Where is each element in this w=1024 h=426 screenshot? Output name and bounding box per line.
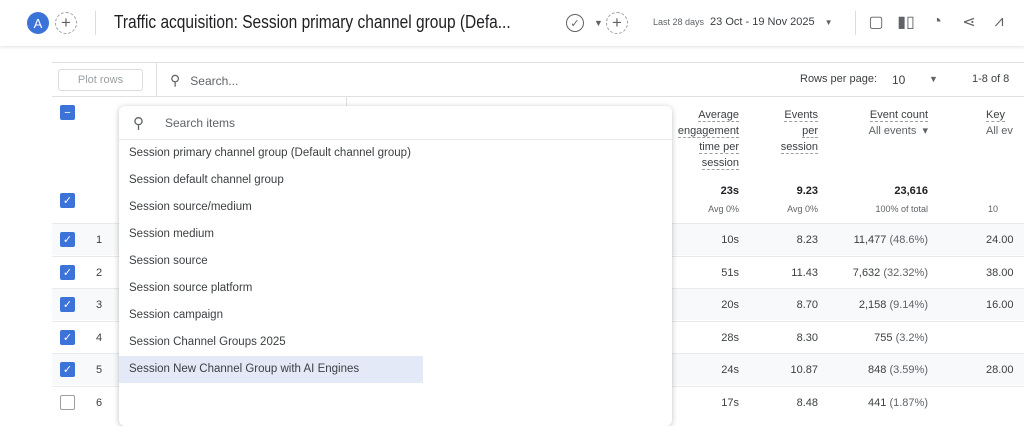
avatar[interactable]: A <box>27 12 49 34</box>
row-checkbox[interactable]: ✓ <box>60 297 75 313</box>
totals-checkbox[interactable]: ✓ <box>60 193 75 208</box>
cell-event-count: 7,632 (32.32%) <box>852 266 928 279</box>
total-sub: Avg 0% <box>708 204 739 214</box>
chevron-down-icon: ▼ <box>824 18 833 27</box>
row-checkbox[interactable]: ✓ <box>60 329 75 345</box>
row-checkbox[interactable] <box>60 395 75 410</box>
dropdown-item[interactable]: Session Channel Groups 2025 <box>129 336 286 348</box>
cell-event-count: 11,477 (48.6%) <box>853 234 928 246</box>
rows-per-page-label: Rows per page: <box>800 73 878 85</box>
dropdown-item[interactable]: Session medium <box>129 228 215 240</box>
cell-avg-engagement: 17s <box>721 397 739 409</box>
event-selector[interactable]: All events ▾ <box>868 125 928 137</box>
row-number: 2 <box>96 266 103 279</box>
cell-events-per-session: 8.23 <box>796 234 818 246</box>
table-toolbar: Plot rows ⚲ Search... Rows per page: 10 ▼… <box>52 63 1024 97</box>
dropdown-item[interactable]: Session New Channel Group with AI Engine… <box>119 356 423 383</box>
select-all-checkbox[interactable]: − <box>60 105 75 120</box>
cell-events-per-session: 8.70 <box>796 299 818 312</box>
cell-event-count: 755 (3.2%) <box>874 331 928 344</box>
dropdown-item[interactable]: Session campaign <box>129 309 223 321</box>
cell-avg-engagement: 28s <box>721 331 739 344</box>
dimension-dropdown: ⚲Search items Session primary channel gr… <box>119 106 672 426</box>
row-number: 4 <box>96 331 103 344</box>
search-icon: ⚲ <box>170 72 181 88</box>
total-sub: 100% of total <box>875 204 928 214</box>
sparkline-icon[interactable]: ⩘ <box>994 13 1004 30</box>
row-number: 6 <box>96 397 103 409</box>
plot-rows-button[interactable]: Plot rows <box>58 69 143 91</box>
total-value: 9.23 <box>796 185 818 197</box>
add-comparison-icon[interactable]: + <box>55 12 77 34</box>
chevron-down-icon[interactable]: ▼ <box>929 74 938 84</box>
cell-key-events: 16.00 <box>986 299 1014 312</box>
date-label: Last 28 days <box>653 17 705 27</box>
date-range: 23 Oct - 19 Nov 2025 <box>710 16 815 28</box>
date-range-picker[interactable]: Last 28 days 23 Oct - 19 Nov 2025 ▼ <box>653 16 833 28</box>
cell-event-count: 441 (1.87%) <box>868 397 928 409</box>
cell-events-per-session: 11.43 <box>791 266 818 279</box>
rows-per-page-select[interactable]: 10 <box>892 73 906 87</box>
page-title: Traffic acquisition: Session primary cha… <box>114 12 511 32</box>
row-number: 3 <box>96 299 103 312</box>
dropdown-item[interactable]: Session default channel group <box>129 174 284 186</box>
row-number: 5 <box>96 364 103 377</box>
row-checkbox[interactable]: ✓ <box>60 232 75 247</box>
compare-icon[interactable]: ▮▯ <box>897 14 915 31</box>
cell-event-count: 2,158 (9.14%) <box>858 299 928 312</box>
pagination: 1-8 of 8 <box>972 73 1010 85</box>
insights-icon[interactable]: ◔ <box>932 13 942 30</box>
total-value: 23,616 <box>894 185 928 197</box>
search-placeholder: Search... <box>190 73 239 88</box>
total-sub: Avg 0% <box>787 204 818 214</box>
report-header: A + Traffic acquisition: Session primary… <box>0 0 1024 46</box>
cell-key-events: 24.00 <box>986 234 1014 246</box>
row-number: 1 <box>96 234 103 246</box>
add-icon[interactable]: + <box>606 12 628 34</box>
cell-avg-engagement: 20s <box>721 299 739 312</box>
dropdown-item[interactable]: Session primary channel group (Default c… <box>129 147 411 159</box>
dropdown-item[interactable]: Session source/medium <box>129 201 252 213</box>
cell-avg-engagement: 10s <box>721 234 739 246</box>
table-search-input[interactable]: ⚲ Search... <box>170 72 238 89</box>
cell-key-events: 28.00 <box>986 364 1014 377</box>
cell-avg-engagement: 24s <box>721 364 739 377</box>
cell-events-per-session: 8.30 <box>796 331 818 344</box>
dropdown-item[interactable]: Session source platform <box>129 282 253 294</box>
total-sub: 10 <box>988 204 999 214</box>
cell-avg-engagement: 51s <box>721 266 739 279</box>
cell-events-per-session: 10.87 <box>790 364 818 377</box>
note-icon[interactable]: ▢ <box>868 14 884 31</box>
search-icon: ⚲ <box>133 114 144 132</box>
row-checkbox[interactable]: ✓ <box>60 264 75 280</box>
chevron-down-icon[interactable]: ▼ <box>594 18 603 28</box>
cell-events-per-session: 8.48 <box>796 397 818 409</box>
cell-key-events: 38.00 <box>986 266 1014 279</box>
total-value: 23s <box>720 185 739 197</box>
dropdown-item[interactable]: Session source <box>129 255 208 267</box>
check-circle-icon[interactable]: ✓ <box>566 14 584 32</box>
share-icon[interactable]: ⋖ <box>962 14 976 31</box>
dropdown-search-input[interactable]: ⚲Search items <box>119 106 672 140</box>
row-checkbox[interactable]: ✓ <box>60 362 75 378</box>
cell-event-count: 848 (3.59%) <box>868 364 928 377</box>
